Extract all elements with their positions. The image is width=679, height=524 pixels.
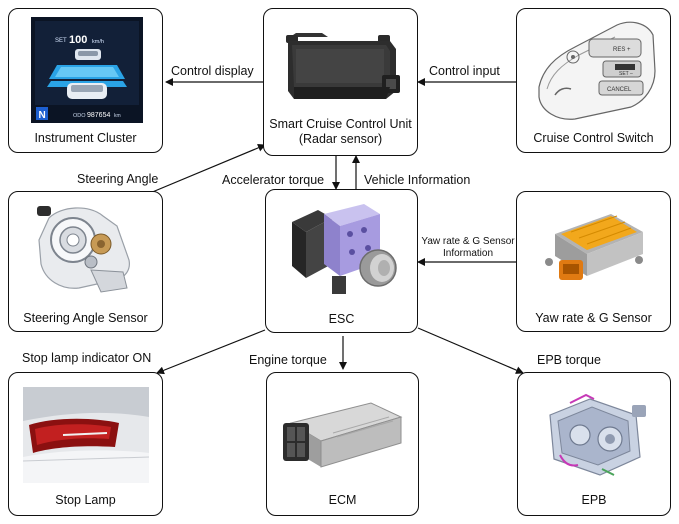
cluster-gear-text: N xyxy=(39,110,46,121)
switch-res-text: RES + xyxy=(613,47,631,53)
epb-caption: EPB xyxy=(581,493,607,507)
cruise-switch-icon: RES + SET – CANCEL xyxy=(538,21,656,120)
cluster-speed-text: 100 xyxy=(69,34,87,46)
instrument-cluster-box: SET 100 km/h N ODO 987654 km Instrument … xyxy=(8,8,163,153)
label-control-input: Control input xyxy=(429,64,500,78)
cluster-unit-text: km/h xyxy=(92,39,104,45)
yaw-sensor-caption: Yaw rate & G Sensor xyxy=(535,311,652,325)
radar-sensor-icon xyxy=(286,33,400,99)
steering-sensor-caption: Steering Angle Sensor xyxy=(23,311,148,325)
cruise-switch-caption: Cruise Control Switch xyxy=(533,131,654,145)
cluster-odo-unit: km xyxy=(114,113,121,119)
arrow-epb-torque xyxy=(417,327,524,374)
cluster-odo-label: ODO xyxy=(73,113,86,119)
instrument-cluster-screen-icon: SET 100 km/h N ODO 987654 km xyxy=(31,17,143,123)
stop-lamp-caption: Stop Lamp xyxy=(55,493,116,507)
switch-cancel-text: CANCEL xyxy=(607,87,632,93)
epb-caliper-icon xyxy=(549,393,646,476)
esc-caption: ESC xyxy=(328,312,355,326)
stop-lamp-box: Stop Lamp xyxy=(8,372,163,516)
label-vehicle-information: Vehicle Information xyxy=(364,173,471,187)
label-control-display: Control display xyxy=(171,64,254,78)
steering-sensor-box: Steering Angle Sensor xyxy=(8,191,163,332)
cluster-set-text: SET xyxy=(55,38,67,44)
scc-unit-caption: Smart Cruise Control Unit (Radar sensor) xyxy=(264,117,417,147)
switch-set-text: SET – xyxy=(619,71,633,77)
label-epb-torque: EPB torque xyxy=(537,353,601,367)
steering-angle-sensor-icon xyxy=(37,206,130,293)
label-steering-angle: Steering Angle xyxy=(77,172,159,186)
scc-unit-caption-line1: Smart Cruise Control Unit xyxy=(269,117,412,131)
label-engine-torque: Engine torque xyxy=(249,353,327,367)
arrow-stop-lamp xyxy=(156,329,266,375)
esc-module-icon xyxy=(292,204,397,294)
epb-box: EPB xyxy=(517,372,671,516)
cluster-odo-value: 987654 xyxy=(87,112,110,119)
label-yaw-g-info-line2: Information xyxy=(442,248,494,259)
ecm-module-icon xyxy=(283,402,403,468)
label-stop-lamp-on: Stop lamp indicator ON xyxy=(22,351,152,365)
instrument-cluster-caption: Instrument Cluster xyxy=(34,131,137,145)
label-accelerator-torque: Accelerator torque xyxy=(222,173,325,187)
scc-unit-caption-line2: (Radar sensor) xyxy=(298,132,383,146)
ecm-caption: ECM xyxy=(328,493,357,507)
esc-box: ESC xyxy=(265,189,418,333)
yaw-sensor-box: Yaw rate & G Sensor xyxy=(516,191,671,332)
yaw-g-sensor-icon xyxy=(545,214,643,280)
cruise-switch-box: RES + SET – CANCEL Cruise Control Switch xyxy=(516,8,671,153)
ecm-box: ECM xyxy=(266,372,419,516)
stop-lamp-photo-icon xyxy=(23,387,149,483)
scc-unit-box: Smart Cruise Control Unit (Radar sensor) xyxy=(263,8,418,156)
arrow-steering-angle xyxy=(149,144,266,194)
label-yaw-g-info: Yaw rate & G Sensor Information xyxy=(420,236,516,260)
label-yaw-g-info-line1: Yaw rate & G Sensor xyxy=(421,236,515,247)
